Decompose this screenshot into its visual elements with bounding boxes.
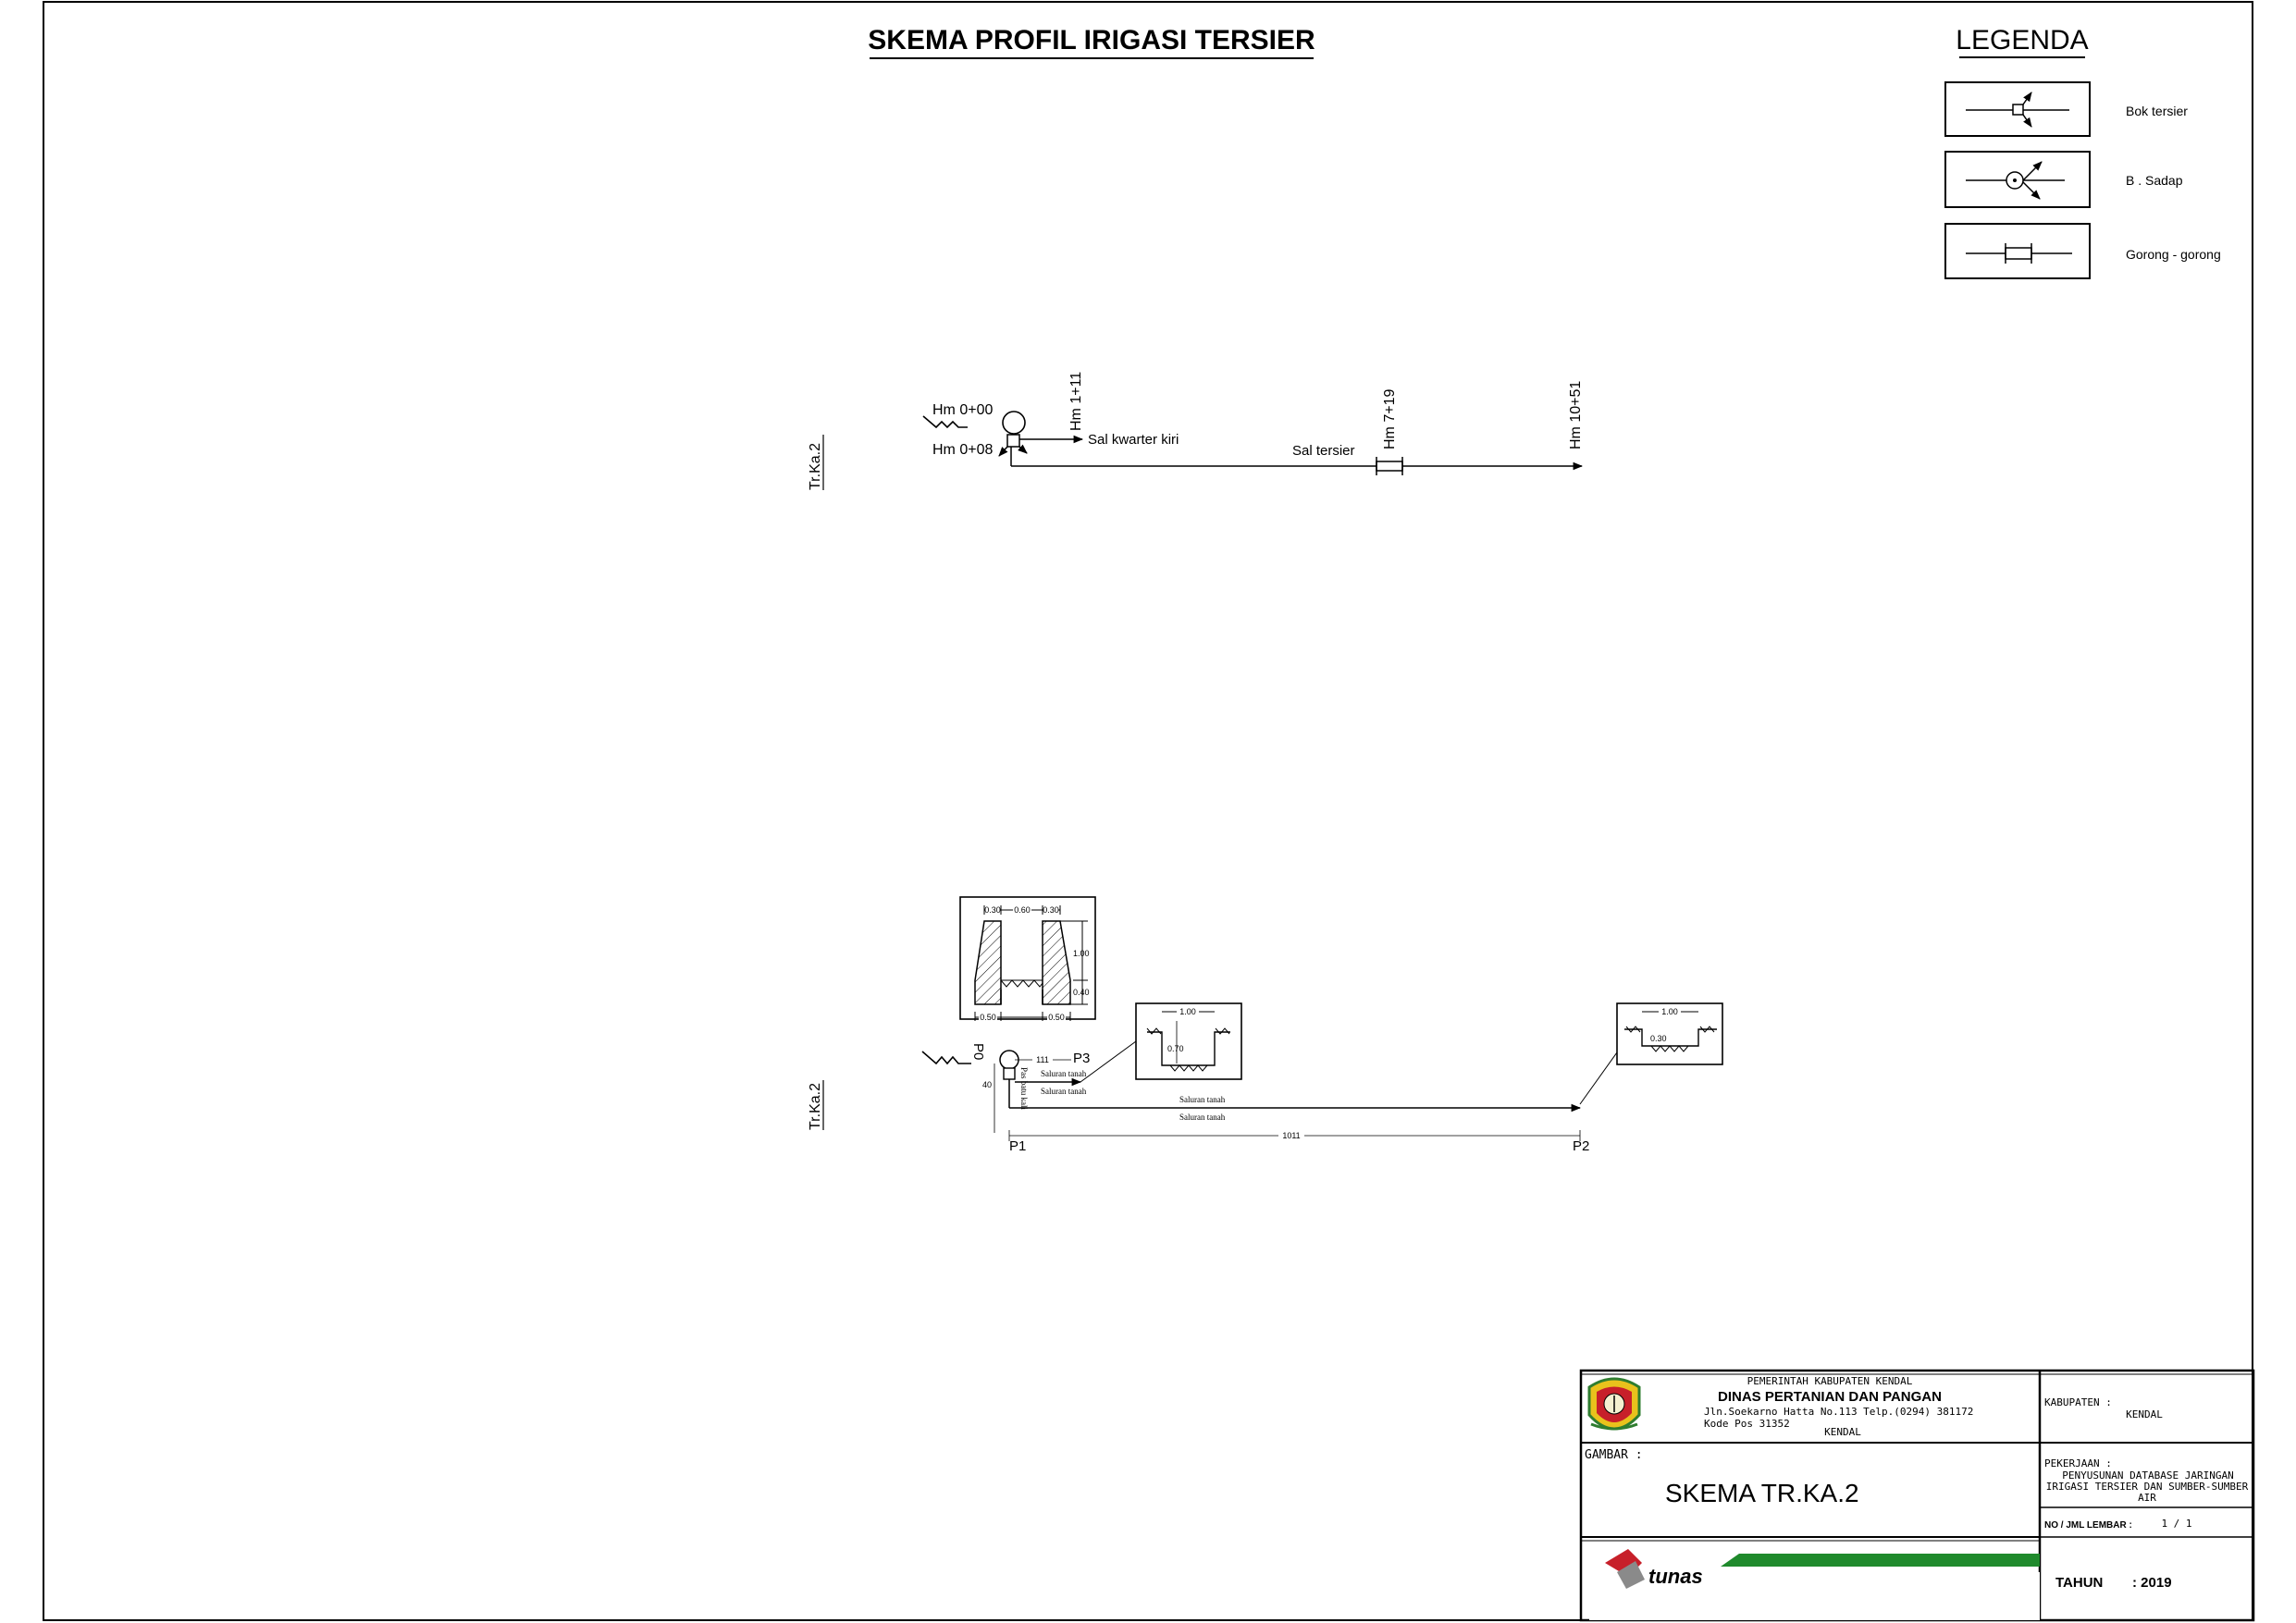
dim-branch-length: 111 bbox=[1036, 1055, 1049, 1064]
kabupaten-value: KENDAL bbox=[2126, 1408, 2163, 1420]
label-p1: P1 bbox=[1009, 1138, 1026, 1154]
legend-box-bok bbox=[1944, 81, 2091, 137]
legend: LEGENDA Bok tersier B . Sadap bbox=[1944, 25, 2221, 279]
lembar-value: 1 / 1 bbox=[2161, 1518, 2191, 1530]
dim-base-height: 0.40 bbox=[1073, 988, 1090, 997]
section-detail-mid: 1.00 0.70 bbox=[1135, 1002, 1242, 1080]
page-title: SKEMA PROFIL IRIGASI TERSIER bbox=[868, 25, 1315, 55]
bangunan-sadap-icon bbox=[1966, 161, 2065, 200]
kabupaten-label: KABUPATEN : bbox=[2044, 1396, 2112, 1408]
label-saluran-upper-1: Saluran tanah bbox=[1041, 1069, 1087, 1078]
legend-title: LEGENDA bbox=[1956, 25, 2088, 55]
sadap-icon bbox=[1002, 411, 1026, 435]
kendal-emblem-icon bbox=[1587, 1377, 1641, 1431]
legend-label-sadap: B . Sadap bbox=[2126, 173, 2183, 188]
pekerjaan-line1: PENYUSUNAN DATABASE JARINGAN bbox=[2062, 1469, 2233, 1482]
bok-tersier-icon bbox=[1003, 1067, 1016, 1080]
pekerjaan-label: PEKERJAAN : bbox=[2044, 1457, 2112, 1469]
section-detail-masonry: 0.30 0.60 0.30 1.00 0.40 0.50 bbox=[959, 896, 1096, 1022]
schema-top-side-label: Tr.Ka.2 bbox=[808, 443, 823, 490]
label-p0: P0 bbox=[970, 1043, 986, 1060]
dim-top-left: 0.30 bbox=[984, 905, 1001, 915]
legend-label-gorong: Gorong - gorong bbox=[2126, 247, 2221, 262]
label-hm-3: Hm 10+51 bbox=[1568, 381, 1584, 449]
gambar-value: SKEMA TR.KA.2 bbox=[1665, 1479, 1859, 1507]
pekerjaan-line2: IRIGASI TERSIER DAN SUMBER-SUMBER bbox=[2046, 1481, 2249, 1493]
label-saluran-main-2: Saluran tanah bbox=[1179, 1113, 1226, 1122]
dim-top-right: 0.30 bbox=[1043, 905, 1059, 915]
title-block: PEMERINTAH KABUPATEN KENDAL DINAS PERTAN… bbox=[1579, 1369, 2255, 1622]
schema-bottom-side-label: Tr.Ka.2 bbox=[808, 1083, 823, 1130]
dim-top-mid: 0.60 bbox=[1014, 905, 1031, 915]
label-branch: Sal kwarter kiri bbox=[1088, 432, 1179, 448]
sheet-border bbox=[43, 1, 2253, 1621]
lembar-label: NO / JML LEMBAR : bbox=[2044, 1520, 2132, 1531]
pekerjaan-line3: AIR bbox=[2138, 1492, 2156, 1504]
address-line1: Jln.Soekarno Hatta No.113 Telp.(0294) 38… bbox=[1704, 1406, 1973, 1418]
schema-top: Tr.Ka.2 Hm 0+00 Hm 0+08 Sal kwarter kiri… bbox=[808, 372, 1584, 490]
tahun-value: : 2019 bbox=[2132, 1575, 2172, 1591]
gambar-label: GAMBAR : bbox=[1585, 1448, 1643, 1462]
bok-tersier-icon bbox=[1966, 92, 2069, 128]
gorong-gorong-icon bbox=[1966, 243, 2072, 264]
tunas-logo-icon: tunas bbox=[1589, 1549, 2040, 1620]
agency-line2: DINAS PERTANIAN DAN PANGAN bbox=[1718, 1389, 1942, 1405]
tahun-label: TAHUN bbox=[2055, 1575, 2103, 1591]
label-hm-box: Hm 0+08 bbox=[932, 442, 993, 458]
dim-main-length: 1011 bbox=[1282, 1131, 1300, 1140]
label-vertical: Pas batu kali bbox=[1019, 1067, 1029, 1110]
legend-box-gorong bbox=[1944, 223, 2091, 279]
label-main: Sal tersier bbox=[1292, 443, 1355, 459]
dim-bottom-right: 0.50 bbox=[1048, 1013, 1065, 1022]
address-line2: Kode Pos 31352 bbox=[1704, 1418, 1790, 1430]
legend-box-sadap bbox=[1944, 151, 2091, 208]
dim-short-length: 40 bbox=[982, 1080, 992, 1089]
dim-bottom-left: 0.50 bbox=[980, 1013, 996, 1022]
label-saluran-main-1: Saluran tanah bbox=[1179, 1095, 1226, 1104]
dim-right-width: 1.00 bbox=[1661, 1007, 1678, 1016]
label-hm-start: Hm 0+00 bbox=[932, 402, 993, 418]
agency-city: KENDAL bbox=[1824, 1426, 1861, 1438]
label-p3: P3 bbox=[1073, 1051, 1090, 1066]
dim-height: 1.00 bbox=[1073, 949, 1090, 958]
label-hm-1: Hm 1+11 bbox=[1068, 372, 1084, 431]
label-saluran-upper-2: Saluran tanah bbox=[1041, 1087, 1087, 1096]
dim-mid-depth: 0.70 bbox=[1167, 1044, 1184, 1053]
bok-tersier-icon bbox=[1006, 434, 1020, 448]
section-detail-right: 1.00 0.30 bbox=[1616, 1002, 1723, 1065]
label-p2: P2 bbox=[1573, 1138, 1589, 1154]
inflow-symbol bbox=[922, 415, 968, 429]
schema-bottom: Tr.Ka.2 0.30 0.60 0.30 bbox=[808, 896, 1723, 1154]
dim-mid-width: 1.00 bbox=[1179, 1007, 1196, 1016]
label-hm-2: Hm 7+19 bbox=[1382, 389, 1398, 449]
inflow-symbol bbox=[921, 1051, 971, 1065]
tunas-logo-text: tunas bbox=[1648, 1565, 1703, 1588]
dim-right-depth: 0.30 bbox=[1650, 1034, 1667, 1043]
legend-label-bok: Bok tersier bbox=[2126, 104, 2188, 118]
gorong-gorong-icon bbox=[1376, 457, 1403, 475]
agency-line1: PEMERINTAH KABUPATEN KENDAL bbox=[1747, 1375, 1913, 1387]
